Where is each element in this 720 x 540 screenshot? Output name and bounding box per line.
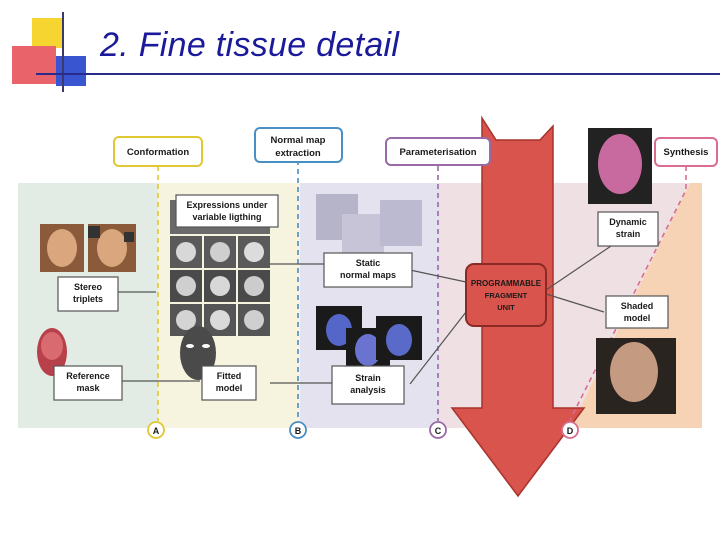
deco-square-blue [56,56,86,86]
box-programmable-unit [465,263,547,327]
box-fitted-label-1: Fitted [217,371,242,381]
box-normal-label-1: Static [356,258,381,268]
phase-label-normal-map-2: extraction [275,148,321,159]
box-dynamic-strain [597,211,659,247]
slide-title: 2. Fine tissue detail [100,26,400,64]
box-shaded-model [605,295,669,329]
deco-line-vertical [62,12,64,92]
marker-d-label: D [567,426,574,436]
phase-label-synthesis: Synthesis [664,147,709,158]
box-reference-mask [53,365,123,401]
box-dynamic-label-2: strain [616,229,641,239]
box-stereo-triplets [57,276,119,312]
phase-box-conformation [113,136,203,167]
phase-label-conformation: Conformation [127,147,189,158]
marker-c-label: C [435,426,442,436]
box-dynamic-label-1: Dynamic [609,217,647,227]
reference-mask-image [37,328,67,376]
phase-box-parameterisation [385,137,491,166]
box-expressions-label-2: variable ligthing [192,212,261,222]
box-stereo-label-1: Stereo [74,282,103,292]
title-rule [36,73,720,75]
box-shaded-label-2: model [624,313,651,323]
box-programmable-label-2: FRAGMENT [485,291,528,300]
box-strain-analysis [331,365,405,405]
marker-b [289,421,307,439]
box-fitted-model [201,365,257,401]
deco-square-red [12,46,56,84]
shaded-face-image [596,338,676,414]
box-shaded-label-1: Shaded [621,301,654,311]
phase-label-normal-map-1: Normal map [271,135,326,146]
marker-b-label: B [295,426,302,436]
marker-d [561,421,579,439]
phase-box-normal-map [254,127,343,163]
box-programmable-label-1: PROGRAMMABLE [471,279,542,288]
marker-a-label: A [153,426,160,436]
box-fitted-label-2: model [216,383,243,393]
box-programmable-label-3: UNIT [497,303,515,312]
box-static-normal-maps [323,252,413,288]
phase-label-parameterisation: Parameterisation [399,147,476,158]
marker-a [147,421,165,439]
box-expressions-label-1: Expressions under [186,200,268,210]
box-stereo-label-2: triplets [73,294,103,304]
box-reference-label-1: Reference [66,371,110,381]
strain-images [316,306,422,370]
deco-square-yellow [32,18,62,48]
box-reference-label-2: mask [76,383,100,393]
normal-map-images [316,194,422,254]
stereo-photos [40,224,136,272]
box-strain-label-2: analysis [350,385,386,395]
synthesis-face-image [588,128,652,204]
box-strain-label-1: Strain [355,373,381,383]
box-expressions [175,194,279,228]
phase-box-synthesis [654,137,718,167]
box-normal-label-2: normal maps [340,270,396,280]
marker-c [429,421,447,439]
